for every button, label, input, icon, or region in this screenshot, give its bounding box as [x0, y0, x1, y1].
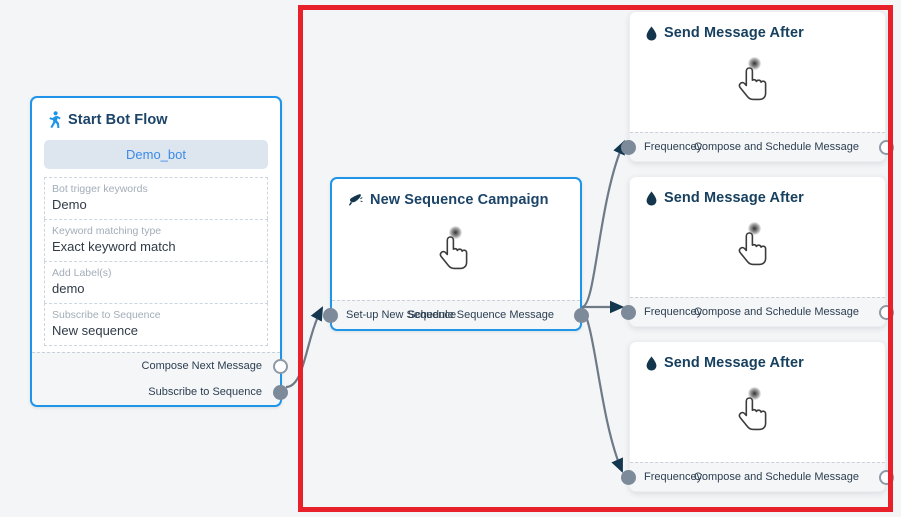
new-sequence-campaign-body	[332, 214, 580, 300]
cursor-pointer-icon	[434, 226, 478, 272]
port-label: Subscribe to Sequence	[148, 386, 262, 398]
water-drop-icon	[646, 356, 657, 371]
field-label: Bot trigger keywords	[52, 183, 148, 195]
click-indicator-icon	[748, 387, 761, 400]
click-indicator-icon	[449, 226, 462, 239]
port-row-compose-next-message[interactable]: Compose Next Message	[32, 353, 288, 379]
megaphone-icon	[348, 193, 363, 207]
send-message-after-body-2	[630, 212, 885, 297]
footer-label-compose-and-schedule-message-2: Compose and Schedule Message	[693, 306, 859, 318]
port-label: Compose Next Message	[141, 360, 262, 372]
port-row-subscribe-to-sequence[interactable]: Subscribe to Sequence	[32, 379, 288, 405]
click-indicator-icon	[748, 222, 761, 235]
new-sequence-campaign-footer: Set-up New Sequence Schedule Sequence Me…	[323, 300, 589, 329]
node-new-sequence-campaign[interactable]: New Sequence Campaign Set-up New Sequenc…	[323, 177, 589, 331]
start-bot-flow-header: Start Bot Flow	[32, 98, 280, 134]
output-port-subscribe-to-sequence[interactable]	[273, 385, 288, 400]
field-value: Exact keyword match	[52, 239, 176, 254]
bot-selector-pill[interactable]: Demo_bot	[44, 140, 268, 169]
node-send-message-after-2[interactable]: Send Message After Frequencey Compose an…	[621, 176, 894, 327]
output-port-send-message-after-3[interactable]	[879, 470, 894, 485]
send-message-after-title-2: Send Message After	[664, 190, 804, 206]
start-bot-flow-fields: Bot trigger keywords Demo Keyword matchi…	[44, 177, 268, 346]
cursor-pointer-icon	[733, 387, 777, 433]
start-bot-flow-title: Start Bot Flow	[68, 111, 168, 128]
field-row[interactable]: Add Label(s) demo	[44, 261, 268, 303]
new-sequence-campaign-title: New Sequence Campaign	[370, 192, 549, 208]
footer-label-setup-new-sequence: Set-up New Sequence	[346, 309, 457, 321]
send-message-after-header-1: Send Message After	[630, 12, 885, 47]
send-message-after-title-3: Send Message After	[664, 355, 804, 371]
input-port-send-message-after-2[interactable]	[621, 305, 636, 320]
footer-label-compose-and-schedule-message-3: Compose and Schedule Message	[693, 471, 859, 483]
field-row[interactable]: Bot trigger keywords Demo	[44, 177, 268, 219]
send-message-after-title-1: Send Message After	[664, 25, 804, 41]
field-value: demo	[52, 281, 85, 296]
field-row[interactable]: Keyword matching type Exact keyword matc…	[44, 219, 268, 261]
cursor-pointer-icon	[733, 57, 777, 103]
footer-label-frequency-2: Frequencey	[644, 306, 703, 318]
water-drop-icon	[646, 191, 657, 206]
send-message-after-header-2: Send Message After	[630, 177, 885, 212]
new-sequence-campaign-header: New Sequence Campaign	[332, 179, 580, 214]
output-port-compose-next-message[interactable]	[273, 359, 288, 374]
input-port-send-message-after-1[interactable]	[621, 140, 636, 155]
field-label: Keyword matching type	[52, 225, 162, 237]
output-port-send-message-after-2[interactable]	[879, 305, 894, 320]
start-bot-flow-footer: Compose Next Message Subscribe to Sequen…	[32, 352, 288, 405]
footer-label-frequency-1: Frequencey	[644, 141, 703, 153]
send-message-after-header-3: Send Message After	[630, 342, 885, 377]
send-message-after-footer-2: Frequencey Compose and Schedule Message	[621, 297, 894, 326]
field-value: Demo	[52, 197, 87, 212]
send-message-after-footer-3: Frequencey Compose and Schedule Message	[621, 462, 894, 491]
water-drop-icon	[646, 26, 657, 41]
send-message-after-footer-1: Frequencey Compose and Schedule Message	[621, 132, 894, 161]
input-port-new-sequence-campaign[interactable]	[323, 308, 338, 323]
input-port-send-message-after-3[interactable]	[621, 470, 636, 485]
node-send-message-after-3[interactable]: Send Message After Frequencey Compose an…	[621, 341, 894, 492]
cursor-pointer-icon	[733, 222, 777, 268]
node-start-bot-flow[interactable]: Start Bot Flow Demo_bot Bot trigger keyw…	[30, 96, 288, 407]
output-port-new-sequence-campaign[interactable]	[574, 308, 589, 323]
field-label: Subscribe to Sequence	[52, 309, 161, 321]
footer-label-frequency-3: Frequencey	[644, 471, 703, 483]
output-port-send-message-after-1[interactable]	[879, 140, 894, 155]
send-message-after-body-1	[630, 47, 885, 132]
footer-label-schedule-sequence-message: Schedule Sequence Message	[407, 309, 554, 321]
running-person-icon	[48, 111, 61, 128]
click-indicator-icon	[748, 57, 761, 70]
node-send-message-after-1[interactable]: Send Message After Frequencey Compose an…	[621, 11, 894, 162]
send-message-after-body-3	[630, 377, 885, 462]
field-label: Add Label(s)	[52, 267, 112, 279]
footer-label-compose-and-schedule-message-1: Compose and Schedule Message	[693, 141, 859, 153]
field-value: New sequence	[52, 323, 138, 338]
field-row[interactable]: Subscribe to Sequence New sequence	[44, 303, 268, 346]
